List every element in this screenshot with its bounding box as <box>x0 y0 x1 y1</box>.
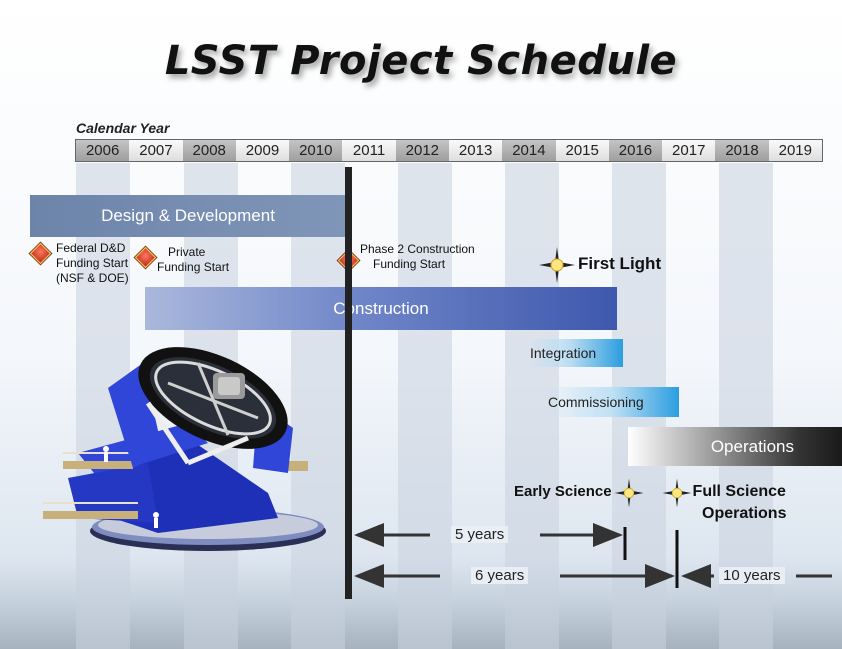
private-funding-milestone: Private Funding Start <box>157 245 229 275</box>
milestone-line: (NSF & DOE) <box>56 271 129 285</box>
early-science-label: Early Science <box>514 483 612 500</box>
calendar-year-label: Calendar Year <box>76 120 170 136</box>
commissioning-bar: Commissioning <box>546 387 679 417</box>
year-cell: 2011 <box>342 140 396 161</box>
first-light-label: First Light <box>578 254 662 273</box>
milestone-line: Funding Start <box>373 257 446 271</box>
telescope-illustration <box>43 347 326 551</box>
milestone-line: Phase 2 Construction <box>360 242 475 256</box>
year-cell: 2007 <box>129 140 183 161</box>
integration-label: Integration <box>530 345 597 361</box>
year-cell: 2012 <box>395 140 449 161</box>
first-light-star-icon <box>539 247 575 283</box>
construction-start-line <box>345 167 352 599</box>
year-cell: 2015 <box>555 140 609 161</box>
year-cell: 2016 <box>608 140 663 161</box>
milestone-line: Funding Start <box>157 260 230 274</box>
year-cell: 2006 <box>76 140 130 161</box>
construction-bar: Construction <box>145 287 617 330</box>
milestone-line: Funding Start <box>56 256 129 270</box>
page-title: LSST Project Schedule <box>164 38 678 84</box>
operations-bar: Operations <box>628 427 842 466</box>
year-cell: 2018 <box>715 140 769 161</box>
full-science-label: Full Science Operations <box>692 481 787 525</box>
year-cell: 2019 <box>768 140 822 161</box>
six-years-label: 6 years <box>471 567 529 584</box>
commissioning-label: Commissioning <box>548 394 644 410</box>
year-cell: 2013 <box>448 140 503 161</box>
year-cell: 2008 <box>182 140 236 161</box>
year-cell: 2014 <box>502 140 556 161</box>
full-science-star-icon <box>662 478 692 508</box>
federal-funding-milestone: Federal D&D Funding Start (NSF & DOE) <box>56 241 129 286</box>
five-years-label: 5 years <box>451 526 509 543</box>
year-cell: 2009 <box>235 140 290 161</box>
design-development-bar: Design & Development <box>30 195 346 237</box>
full-science-line: Operations <box>702 505 787 522</box>
early-science-star-icon <box>614 478 644 508</box>
year-stripe <box>398 163 452 649</box>
milestone-line: Federal D&D <box>56 241 126 255</box>
ten-years-label: 10 years <box>719 567 785 584</box>
phase2-funding-milestone: Phase 2 Construction Funding Start <box>360 242 475 272</box>
year-cell: 2010 <box>289 140 343 161</box>
integration-bar: Integration <box>528 339 623 367</box>
year-cell: 2017 <box>662 140 716 161</box>
year-axis: 2006 2007 2008 2009 2010 2011 2012 2013 … <box>75 139 823 162</box>
year-stripe <box>291 163 345 649</box>
milestone-line: Private <box>168 245 206 259</box>
full-science-line: Full Science <box>692 483 786 500</box>
operations-label: Operations <box>710 437 794 456</box>
